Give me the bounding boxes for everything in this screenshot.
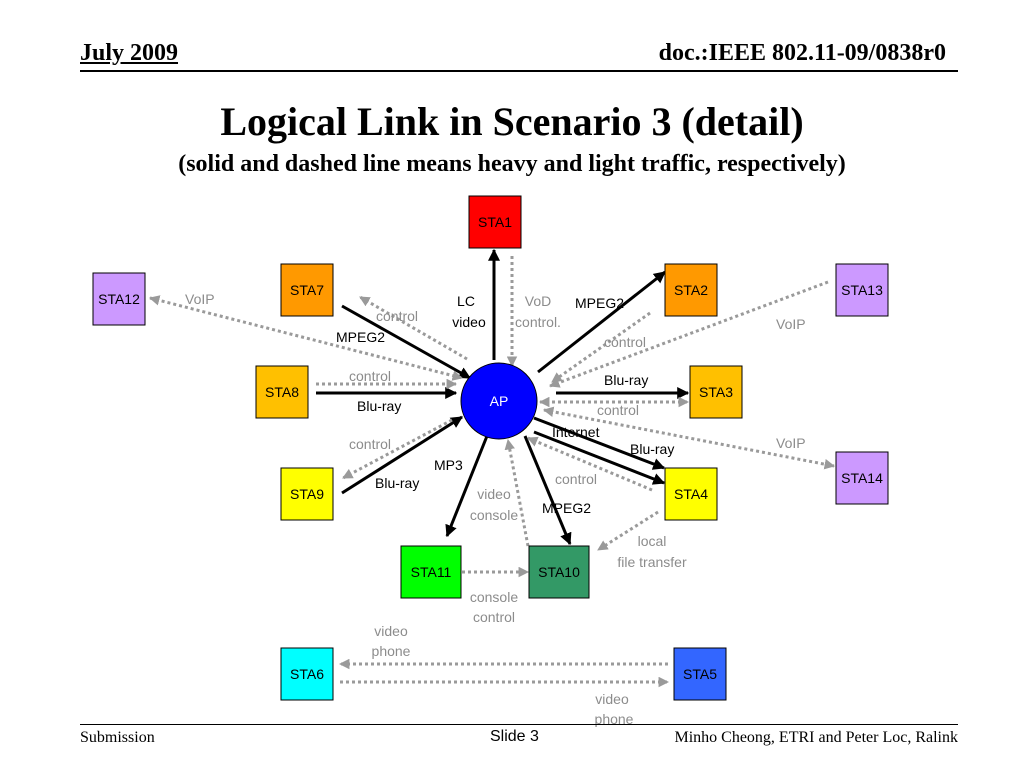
sta3-label: STA3 xyxy=(699,384,733,400)
label-bluray-sta9: Blu-ray xyxy=(375,475,419,491)
label-console: console xyxy=(470,589,518,605)
station-sta10: STA10 xyxy=(528,545,590,599)
link-ap-sta11-mp3 xyxy=(445,435,489,538)
label-control-sta8: control xyxy=(349,368,391,384)
label-video: video xyxy=(477,486,511,502)
label-video-console: console xyxy=(470,507,518,523)
label-mpeg2-sta10: MPEG2 xyxy=(542,500,591,516)
link-sta13-ap-voip xyxy=(549,280,829,388)
link-sta10-ap-video-console xyxy=(504,438,530,547)
ap-label: AP xyxy=(490,393,509,409)
station-sta6: STA6 xyxy=(280,647,334,701)
label-videophone-top-video: video xyxy=(374,623,408,639)
station-sta12: STA12 xyxy=(92,272,146,326)
sta13-label: STA13 xyxy=(841,282,883,298)
link-sta4-ap-control xyxy=(527,436,653,492)
header-rule xyxy=(80,70,958,72)
link-ap-sta2-mpeg2 xyxy=(537,270,666,374)
sta8-label: STA8 xyxy=(265,384,299,400)
slide-subtitle: (solid and dashed line means heavy and l… xyxy=(178,151,846,177)
label-voip-sta13: VoIP xyxy=(776,316,806,332)
footer-authors: Minho Cheong, ETRI and Peter Loc, Ralink xyxy=(674,729,958,746)
label-bluray-sta8: Blu-ray xyxy=(357,398,401,414)
station-sta7: STA7 xyxy=(280,263,334,317)
sta7-label: STA7 xyxy=(290,282,324,298)
link-sta2-ap-control xyxy=(551,311,651,384)
label-local: local xyxy=(638,533,667,549)
label-control-sta7: control xyxy=(376,308,418,324)
station-sta4: STA4 xyxy=(664,467,718,521)
sta9-label: STA9 xyxy=(290,486,324,502)
label-control-sta9: control xyxy=(349,436,391,452)
footer-rule xyxy=(80,724,958,725)
access-point-node xyxy=(460,362,538,440)
label-vod-control: control. xyxy=(515,314,561,330)
sta4-label: STA4 xyxy=(674,486,708,502)
label-videophone-bottom-phone: phone xyxy=(595,711,634,727)
station-sta13: STA13 xyxy=(835,263,889,317)
sta6-label: STA6 xyxy=(290,666,324,682)
label-videophone-bottom-video: video xyxy=(595,691,629,707)
link-ap-sta9-control xyxy=(342,418,453,480)
station-sta1: STA1 xyxy=(468,195,522,249)
station-sta11: STA11 xyxy=(400,545,462,599)
label-lc-video: video xyxy=(452,314,486,330)
sta10-label: STA10 xyxy=(538,564,580,580)
footer-submission: Submission xyxy=(80,729,155,746)
label-voip-sta12: VoIP xyxy=(185,291,215,307)
sta12-label: STA12 xyxy=(98,291,140,307)
header-doc-id: doc.:IEEE 802.11-09/0838r0 xyxy=(658,40,946,66)
station-sta9: STA9 xyxy=(280,467,334,521)
label-bluray-sta3: Blu-ray xyxy=(604,372,648,388)
link-ap-sta10-mpeg2 xyxy=(523,435,572,546)
label-control-sta2: control xyxy=(604,334,646,350)
label-control-sta3: control xyxy=(597,402,639,418)
label-internet: Internet xyxy=(552,424,600,440)
label-voip-sta14: VoIP xyxy=(776,435,806,451)
label-videophone-top-phone: phone xyxy=(372,643,411,659)
header-date: July 2009 xyxy=(80,40,179,66)
station-sta2: STA2 xyxy=(664,263,718,317)
label-vod: VoD xyxy=(525,293,551,309)
sta1-label: STA1 xyxy=(478,214,512,230)
footer-slide-number: Slide 3 xyxy=(490,728,539,745)
label-console-control: control xyxy=(473,609,515,625)
link-sta9-ap-bluray xyxy=(341,415,464,495)
station-sta14: STA14 xyxy=(835,451,889,505)
label-control-sta4: control xyxy=(555,471,597,487)
slide-title: Logical Link in Scenario 3 (detail) xyxy=(220,99,804,144)
label-bluray-sta4: Blu-ray xyxy=(630,441,674,457)
link-ap-sta14-voip xyxy=(542,406,836,470)
label-mpeg2-sta2: MPEG2 xyxy=(575,295,624,311)
sta14-label: STA14 xyxy=(841,470,883,486)
link-ap-sta7-control xyxy=(359,295,468,361)
station-sta5: STA5 xyxy=(673,647,727,701)
station-sta3: STA3 xyxy=(689,365,743,419)
sta2-label: STA2 xyxy=(674,282,708,298)
sta11-label: STA11 xyxy=(411,564,452,580)
station-sta8: STA8 xyxy=(255,365,309,419)
label-mp3: MP3 xyxy=(434,457,463,473)
label-file-transfer: file transfer xyxy=(617,554,687,570)
label-mpeg2-sta7: MPEG2 xyxy=(336,329,385,345)
label-lc: LC xyxy=(457,293,475,309)
sta5-label: STA5 xyxy=(683,666,717,682)
